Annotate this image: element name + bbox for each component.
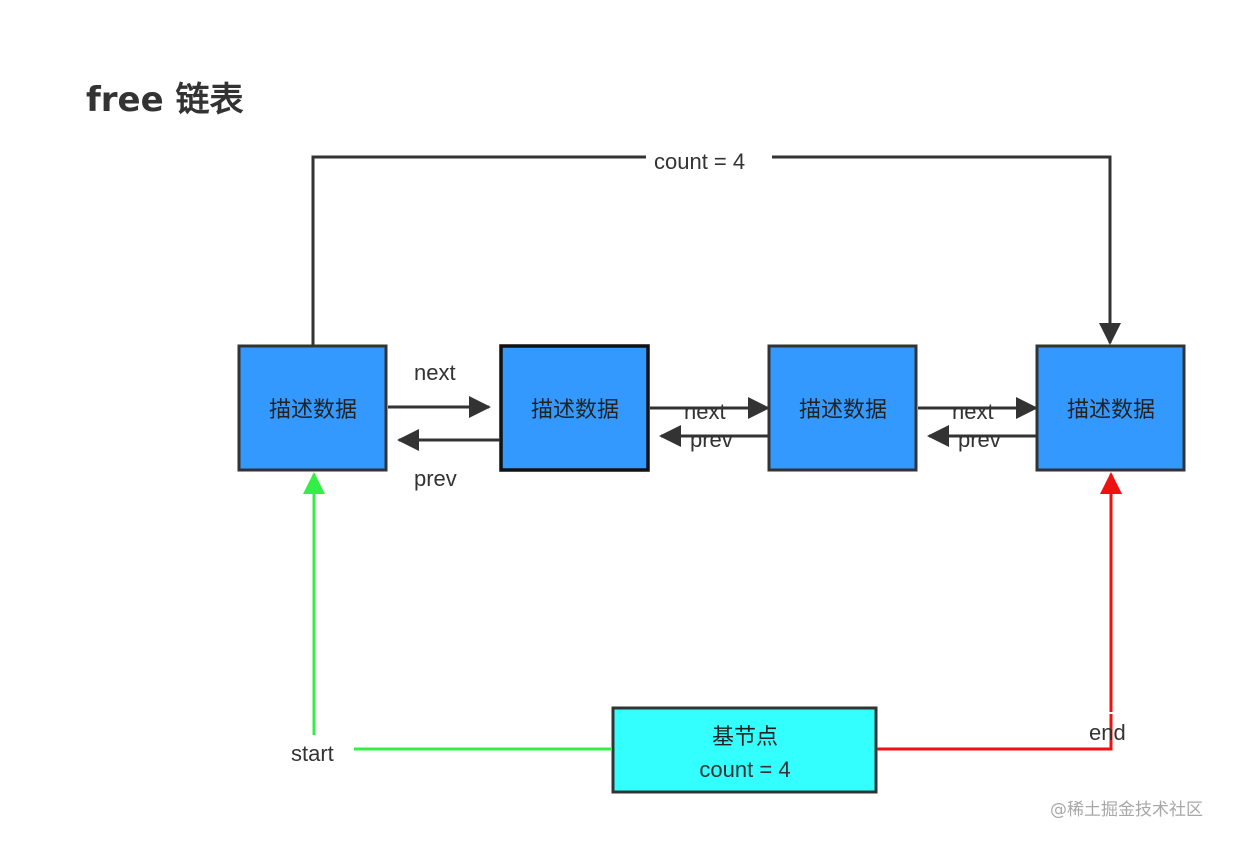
node-2-label: 描述数据 xyxy=(531,398,619,423)
base-node-title: 基节点 xyxy=(712,725,778,750)
node-1: 描述数据 xyxy=(237,344,388,472)
next-label-2: next xyxy=(684,399,726,424)
end-link-horizontal xyxy=(877,714,1113,751)
node-4-label: 描述数据 xyxy=(1067,398,1155,423)
node-3: 描述数据 xyxy=(767,344,918,472)
node-3-label: 描述数据 xyxy=(799,398,887,423)
prev-label-1: prev xyxy=(414,466,457,491)
base-node: 基节点 count = 4 xyxy=(611,706,878,794)
end-label: end xyxy=(1089,720,1126,745)
base-node-count: count = 4 xyxy=(699,757,790,782)
watermark: @稀土掘金技术社区 xyxy=(1050,800,1203,820)
diagram-title: free 链表 xyxy=(86,80,244,120)
count-label-background xyxy=(646,146,772,170)
prev-label-3: prev xyxy=(958,427,1001,452)
next-label-1: next xyxy=(414,360,456,385)
next-label-3: next xyxy=(952,399,994,424)
prev-label-2: prev xyxy=(690,427,733,452)
start-label: start xyxy=(291,741,334,766)
count-link-arrow xyxy=(311,155,1121,345)
node-1-label: 描述数据 xyxy=(269,398,357,423)
node-2: 描述数据 xyxy=(499,344,650,472)
count-link-label: count = 4 xyxy=(654,149,745,174)
node-4: 描述数据 xyxy=(1035,344,1186,472)
